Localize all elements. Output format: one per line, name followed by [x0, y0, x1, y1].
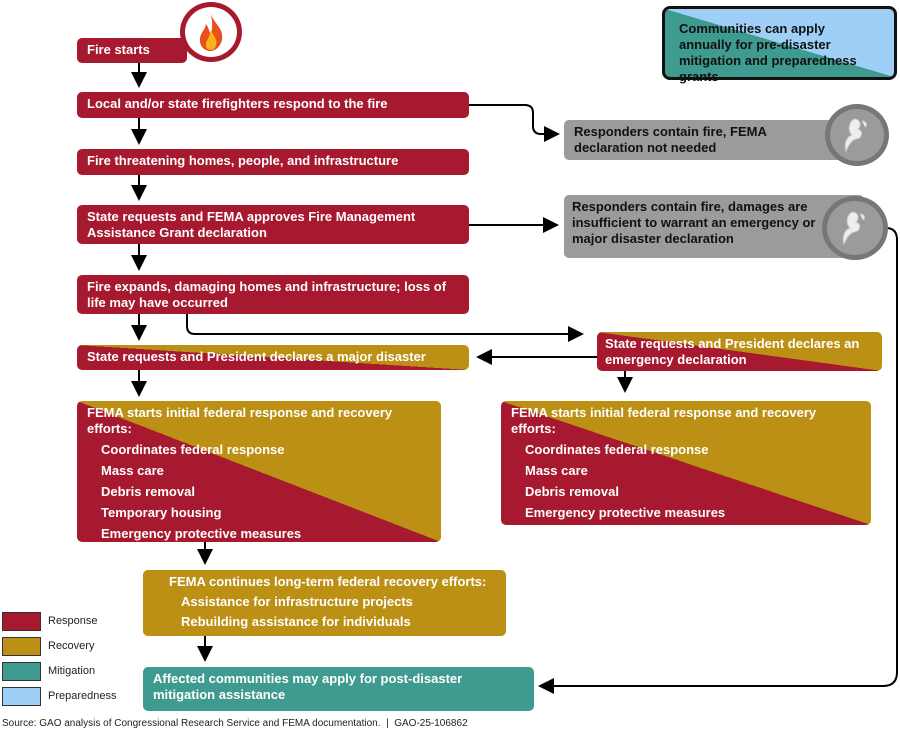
fema-initial-right: FEMA starts initial federal response and… — [501, 401, 871, 525]
legend-label: Mitigation — [48, 665, 96, 677]
step-emergency-declaration: State requests and President declares an… — [597, 332, 882, 371]
step-respond: Local and/or state firefighters respond … — [77, 92, 469, 118]
list-item: Coordinates federal response — [101, 442, 285, 457]
step-expands: Fire expands, damaging homes and infrast… — [77, 275, 469, 314]
list-item: Emergency protective measures — [525, 505, 726, 520]
fema-initial-left: FEMA starts initial federal response and… — [77, 401, 441, 542]
contained-insufficient-damages: Responders contain fire, damages are ins… — [564, 195, 864, 258]
step-post-disaster: Affected communities may apply for post-… — [143, 667, 534, 711]
list-item: Mass care — [525, 463, 588, 478]
contained-no-declaration: Responders contain fire, FEMA declaratio… — [564, 120, 864, 160]
legend-label: Preparedness — [48, 690, 117, 702]
smoke-icon — [825, 104, 889, 166]
list-item: Assistance for infrastructure projects — [181, 594, 413, 609]
fema-left-title: FEMA starts initial federal response and… — [87, 405, 393, 436]
list-item: Rebuilding assistance for individuals — [181, 614, 411, 629]
step-fmag: State requests and FEMA approves Fire Ma… — [77, 205, 469, 244]
list-item: Mass care — [101, 463, 164, 478]
legend-label: Response — [48, 615, 98, 627]
long-term-recovery: FEMA continues long-term federal recover… — [143, 570, 506, 636]
step-fire-starts: Fire starts — [77, 38, 187, 63]
list-item: Debris removal — [525, 484, 619, 499]
step-major-disaster: State requests and President declares a … — [77, 345, 469, 370]
source-note: Source: GAO analysis of Congressional Re… — [2, 718, 468, 729]
legend-swatch-mitigation — [2, 662, 41, 681]
smoke-icon — [822, 196, 888, 260]
fema-right-title: FEMA starts initial federal response and… — [511, 405, 817, 436]
legend-swatch-response — [2, 612, 41, 631]
pre-disaster-grants: Communities can apply annually for pre-d… — [662, 6, 897, 84]
list-item: Debris removal — [101, 484, 195, 499]
legend-swatch-recovery — [2, 637, 41, 656]
list-item: Emergency protective measures — [101, 526, 302, 541]
fire-icon — [180, 2, 242, 62]
list-item: Coordinates federal response — [525, 442, 709, 457]
list-item: Temporary housing — [101, 505, 222, 520]
legend-swatch-preparedness — [2, 687, 41, 706]
step-threatening: Fire threatening homes, people, and infr… — [77, 149, 469, 175]
legend-label: Recovery — [48, 640, 95, 652]
long-term-title: FEMA continues long-term federal recover… — [169, 574, 487, 589]
